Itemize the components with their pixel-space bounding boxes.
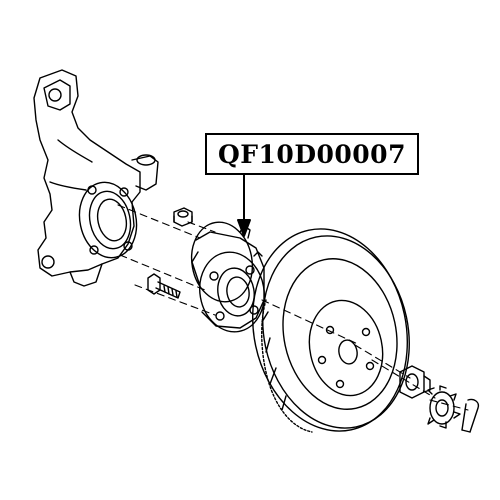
knuckle-nut [173, 207, 193, 227]
wheel-hub-bearing [190, 221, 265, 333]
brake-disc [251, 228, 410, 433]
cotter-pin [461, 398, 480, 433]
part-number-text: QF10D00007 [218, 139, 406, 169]
part-number-label: QF10D00007 [205, 133, 419, 175]
leader-arrow [237, 174, 251, 237]
lock-cap [427, 385, 461, 429]
steering-knuckle [33, 69, 159, 287]
axle-nut [399, 365, 431, 399]
hub-bolt [147, 273, 181, 299]
